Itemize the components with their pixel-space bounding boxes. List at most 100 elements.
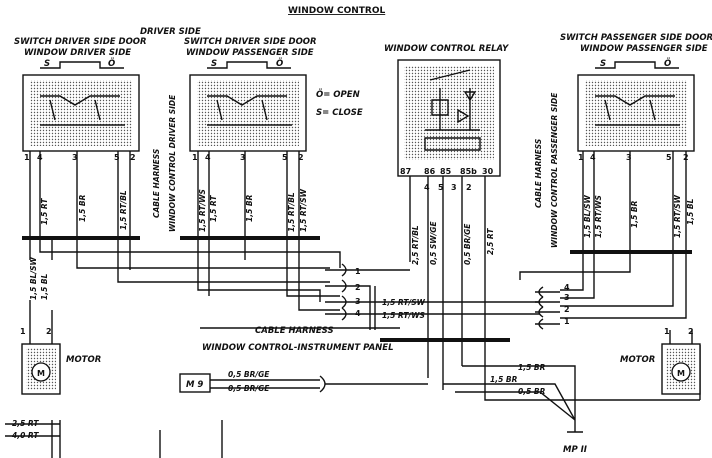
wire-label: 2,5 RT [12,419,39,428]
cable-harness-label-center: CABLE HARNESS [255,326,334,336]
svg-text:1: 1 [664,327,670,336]
switch1-label-line1: SWITCH DRIVER SIDE DOOR [14,37,147,47]
connector-right: 4 3 2 1 [535,283,570,330]
svg-text:5: 5 [438,183,444,192]
svg-text:3: 3 [240,153,246,162]
wire-label: 2,5 RT/BL [411,225,420,265]
wire-label: 0,5 BR [518,387,546,396]
wire-label: 0,5 BR/GE [228,370,270,379]
wire-label: 1,5 RT [40,198,49,225]
svg-text:1: 1 [24,153,30,162]
wire-label: 1,5 RT/WS [382,311,425,320]
svg-text:3: 3 [72,153,78,162]
wire-label: 1,5 RT/SW [299,188,308,232]
svg-text:2: 2 [688,327,694,336]
svg-text:M 9: M 9 [186,380,203,390]
window-control-relay: 87 86 85 85b 30 4 5 3 2 [397,59,501,262]
wc-instrument-panel-label: WINDOW CONTROL-INSTRUMENT PANEL [202,343,394,353]
svg-text:S: S [600,59,606,69]
switch1: S Ö 1 4 3 5 2 [22,58,140,240]
switch3-label-line2: WINDOW PASSENGER SIDE [580,44,708,54]
cable-harness-label-right: CABLE HARNESS [534,139,543,208]
wire-label: 1,5 BL/SW [29,256,38,300]
svg-text:4: 4 [205,153,211,162]
switch2: S Ö 1 4 3 5 2 [189,58,307,240]
svg-text:2: 2 [130,153,136,162]
wire-label: 1,5 BL [686,198,695,225]
svg-text:M: M [37,369,45,378]
svg-text:1: 1 [355,267,361,276]
motor-right: M 1 2 [661,327,701,395]
cable-harness-label-left: CABLE HARNESS [152,149,161,218]
svg-text:4: 4 [590,153,596,162]
svg-text:Ö: Ö [108,58,115,69]
svg-text:85: 85 [440,167,452,176]
wire-label: 1,5 RT/SW [382,298,426,307]
svg-text:Ö: Ö [664,58,671,69]
wire-label: 1,5 RT/BL [287,192,296,232]
svg-text:2: 2 [466,183,472,192]
wire-label: 1,5 RT/WS [198,189,207,232]
wire-label: 1,5 RT/SW [673,194,682,238]
svg-text:2: 2 [46,327,52,336]
wire-label: 2,5 RT [486,228,495,255]
svg-text:2: 2 [683,153,689,162]
switch1-label-line2: WINDOW DRIVER SIDE [24,48,131,58]
wire-label: 1,5 BL [40,273,49,300]
relay-label: WINDOW CONTROL RELAY [384,44,509,54]
wire-label: 0,5 SW/GE [429,221,438,265]
wire-label: 4,0 RT [12,431,39,440]
diagram-title: WINDOW CONTROL [288,6,385,16]
wire-label: 1,5 RT/BL [119,190,128,230]
svg-text:30: 30 [482,167,494,176]
svg-text:S: S [44,59,50,69]
connector-left: 1 2 3 4 [325,263,361,321]
svg-text:3: 3 [626,153,632,162]
svg-text:87: 87 [400,167,411,176]
svg-text:MP II: MP II [563,445,587,455]
svg-text:1: 1 [192,153,198,162]
svg-text:2: 2 [564,305,570,314]
switch3-label-line1: SWITCH PASSENGER SIDE DOOR [560,33,712,43]
ground-mp2: MP II [563,420,587,455]
svg-text:Ö: Ö [276,58,283,69]
motor-left: M 1 2 [20,300,61,395]
wire-label: 0,5 BR/GE [463,223,472,265]
wire-label: 1,5 BR [245,194,254,222]
driver-side-label: DRIVER SIDE [140,27,201,37]
wire-label: 1,5 BR [518,363,546,372]
svg-text:5: 5 [114,153,120,162]
svg-text:4: 4 [424,183,430,192]
m9-block: M 9 [179,373,428,393]
svg-text:5: 5 [282,153,288,162]
svg-text:1: 1 [20,327,26,336]
wire-label: 1,5 BL/SW [583,194,592,238]
wire-label: 1,5 BR [78,194,87,222]
switch3: S Ö 1 4 3 5 2 [577,58,695,255]
switch2-label-line1: SWITCH DRIVER SIDE DOOR [184,37,317,47]
svg-text:1: 1 [578,153,584,162]
svg-text:1: 1 [564,317,570,326]
legend-open: Ö= OPEN [316,89,360,100]
wire-label: 1,5 BR [490,375,518,384]
wire-label: 1,5 RT/WS [594,195,603,238]
svg-text:S: S [211,59,217,69]
svg-text:3: 3 [451,183,457,192]
legend-close: S= CLOSE [316,108,363,118]
motor-right-label: MOTOR [620,355,655,365]
wire-label: 1,5 BR [630,200,639,228]
wc-driver-side-label: WINDOW CONTROL DRIVER SIDE [168,94,177,232]
svg-text:4: 4 [37,153,43,162]
svg-text:M: M [677,369,685,378]
wc-passenger-side-label: WINDOW CONTROL PASSENGER SIDE [550,92,559,248]
wire-label: 1,5 RT [209,195,218,222]
svg-text:5: 5 [666,153,672,162]
switch2-label-line2: WINDOW PASSENGER SIDE [186,48,314,58]
svg-text:86: 86 [424,167,436,176]
motor-left-label: MOTOR [66,355,101,365]
wire-label: 0,5 BR/GE [228,384,270,393]
svg-text:2: 2 [355,283,361,292]
svg-text:4: 4 [564,283,570,292]
